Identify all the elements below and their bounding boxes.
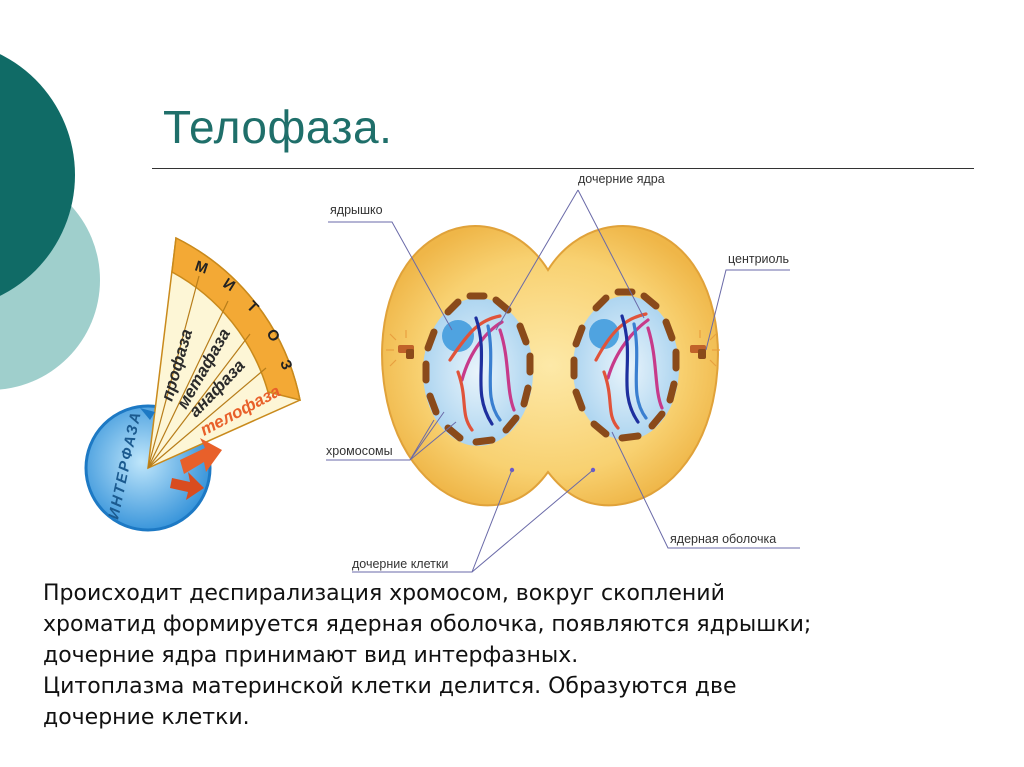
body-line: дочерние ядра принимают вид интерфазных.	[43, 643, 579, 668]
mitosis-header-band	[171, 236, 301, 402]
body-line: Происходит деспирализация хромосом, вокр…	[43, 581, 725, 606]
left-chromosomes	[448, 314, 516, 432]
right-nuclear-envelope	[570, 288, 680, 442]
mitosis-wheel: М И Т О З профаза метафаза анафаза телоф…	[84, 236, 301, 532]
slide-body-text: Происходит деспирализация хромосом, вокр…	[43, 578, 983, 733]
label-nuclear-envelope: ядерная оболочка	[670, 532, 776, 546]
wheel-header-letter: М	[193, 258, 210, 278]
dividing-cell	[381, 225, 720, 507]
body-line: Цитоплазма материнской клетки делится. О…	[43, 674, 737, 699]
label-chromosomes: хромосомы	[326, 444, 393, 458]
left-nuclear-envelope	[422, 292, 534, 446]
label-daughter-cells: дочерние клетки	[352, 557, 448, 571]
cycle-arrow-icon	[180, 438, 222, 474]
right-nucleolus	[589, 319, 619, 349]
right-chromosomes	[594, 312, 664, 430]
cycle-arrow-icon	[170, 472, 204, 500]
body-line: дочерние клетки.	[43, 705, 250, 730]
telophase-diagram: М И Т О З профаза метафаза анафаза телоф…	[84, 172, 800, 573]
label-daughter-nuclei: дочерние ядра	[578, 172, 665, 186]
left-nucleolus	[442, 320, 474, 352]
cycle-arrow-icon	[140, 408, 155, 420]
label-centriole: центриоль	[728, 252, 789, 266]
decorative-circles	[0, 54, 100, 390]
left-centriole	[386, 330, 414, 367]
title-underline	[152, 168, 974, 169]
right-centriole	[690, 330, 720, 367]
slide-title: Телофаза.	[163, 101, 393, 153]
label-nucleolus: ядрышко	[330, 203, 383, 217]
leader-lines	[326, 189, 800, 573]
dark-teal-circle	[0, 54, 75, 296]
body-line: хроматид формируется ядерная оболочка, п…	[43, 612, 812, 637]
